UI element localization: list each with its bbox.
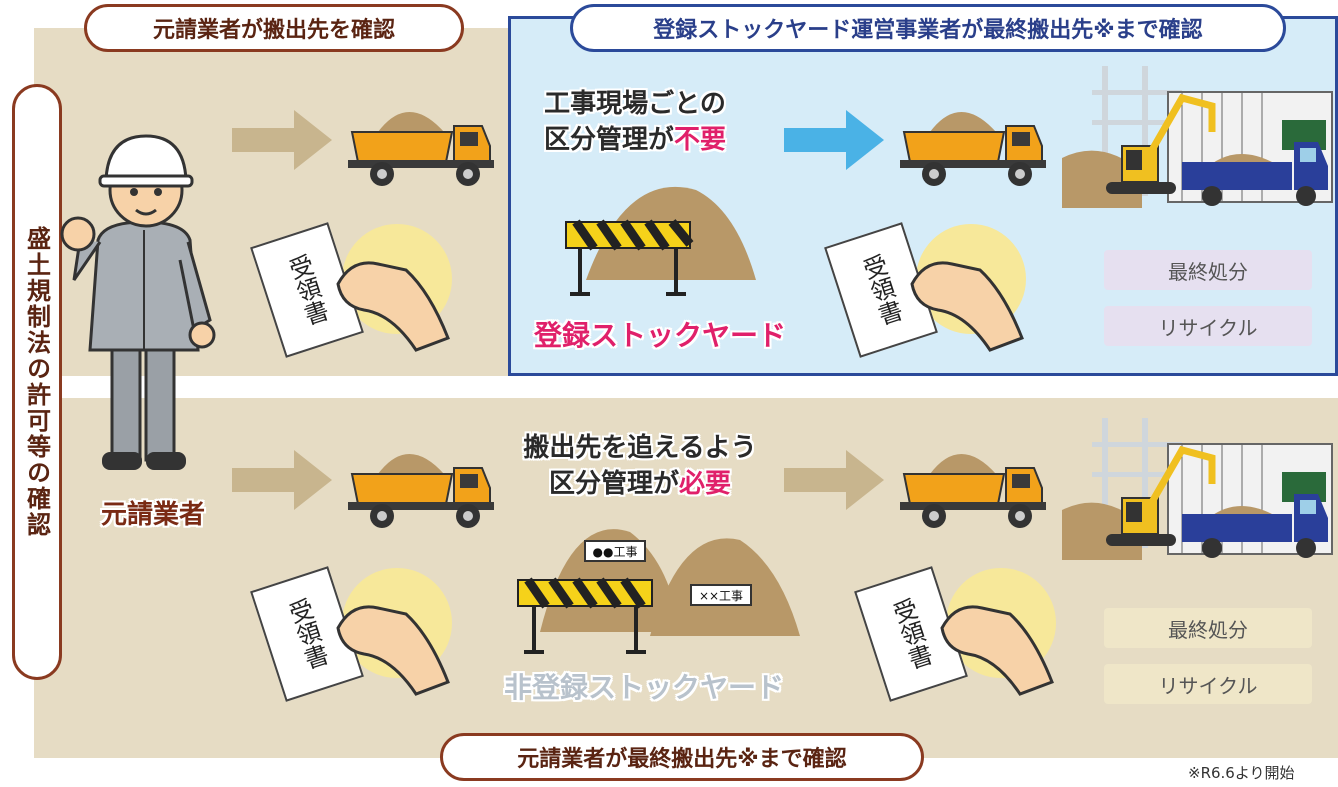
recycle-box: リサイクル xyxy=(1104,306,1312,346)
arrow-icon xyxy=(232,110,332,170)
hand-icon xyxy=(336,261,450,352)
arrow-icon xyxy=(784,450,884,510)
receipt-text: 受領書 xyxy=(282,251,331,329)
dump-truck-icon xyxy=(348,112,494,186)
hand-icon xyxy=(940,605,1054,696)
worker-label: 元請業者 xyxy=(100,500,205,530)
receipt-group: 受領書 xyxy=(854,562,1056,712)
dump-truck-icon xyxy=(900,112,1046,186)
final-disposal-box: 最終処分 xyxy=(1104,250,1312,290)
dump-truck-icon xyxy=(348,454,494,528)
disposal-site-icon xyxy=(1062,66,1333,208)
barrier-icon xyxy=(565,219,694,296)
bottom-title: 元請業者が最終搬出先※まで確認 xyxy=(440,733,924,781)
registered-yard-label: 登録ストックヤード xyxy=(533,319,786,352)
unregistered-yard-label: 非登録ストックヤード xyxy=(503,671,784,704)
bottom-mid-heading: 搬出先を追えるよう 区分管理が必要 xyxy=(500,430,780,502)
footnote: ※R6.6より開始 xyxy=(1188,764,1295,782)
top-right-title: 登録ストックヤード運営事業者が最終搬出先※まで確認 xyxy=(570,4,1286,52)
highlight-required: 必要 xyxy=(679,469,732,499)
hand-icon xyxy=(336,605,450,696)
side-label: 盛土規制法の許可等の確認 xyxy=(12,84,62,680)
receipt-text: 受領書 xyxy=(282,595,331,673)
sign-a: ●●工事 xyxy=(584,540,646,562)
receipt-group: 受領書 xyxy=(250,218,452,368)
sign-b: ××工事 xyxy=(690,584,752,606)
worker-figure xyxy=(60,134,216,470)
arrow-icon xyxy=(232,450,332,510)
receipt-group: 受領書 xyxy=(824,218,1026,368)
bottom-mid-heading-line2: 区分管理が必要 xyxy=(548,469,732,499)
top-left-title: 元請業者が搬出先を確認 xyxy=(84,4,464,52)
highlight-not-required: 不要 xyxy=(674,125,727,155)
arrow-icon xyxy=(784,110,884,170)
barrier-icon xyxy=(517,577,653,654)
bottom-mid-heading-line1: 搬出先を追えるよう xyxy=(523,433,757,463)
top-mid-heading-line1: 工事現場ごとの xyxy=(544,89,726,119)
final-disposal-box: 最終処分 xyxy=(1104,608,1312,648)
recycle-box: リサイクル xyxy=(1104,664,1312,704)
hand-icon xyxy=(910,261,1024,352)
top-mid-heading: 工事現場ごとの 区分管理が不要 xyxy=(520,86,750,158)
receipt-text: 受領書 xyxy=(856,251,905,329)
receipt-group: 受領書 xyxy=(250,562,452,712)
dump-truck-icon xyxy=(900,454,1046,528)
top-mid-heading-line2: 区分管理が不要 xyxy=(543,125,727,155)
soil-pile-icon xyxy=(650,538,800,636)
disposal-site-icon xyxy=(1062,418,1333,560)
receipt-text: 受領書 xyxy=(886,595,935,673)
